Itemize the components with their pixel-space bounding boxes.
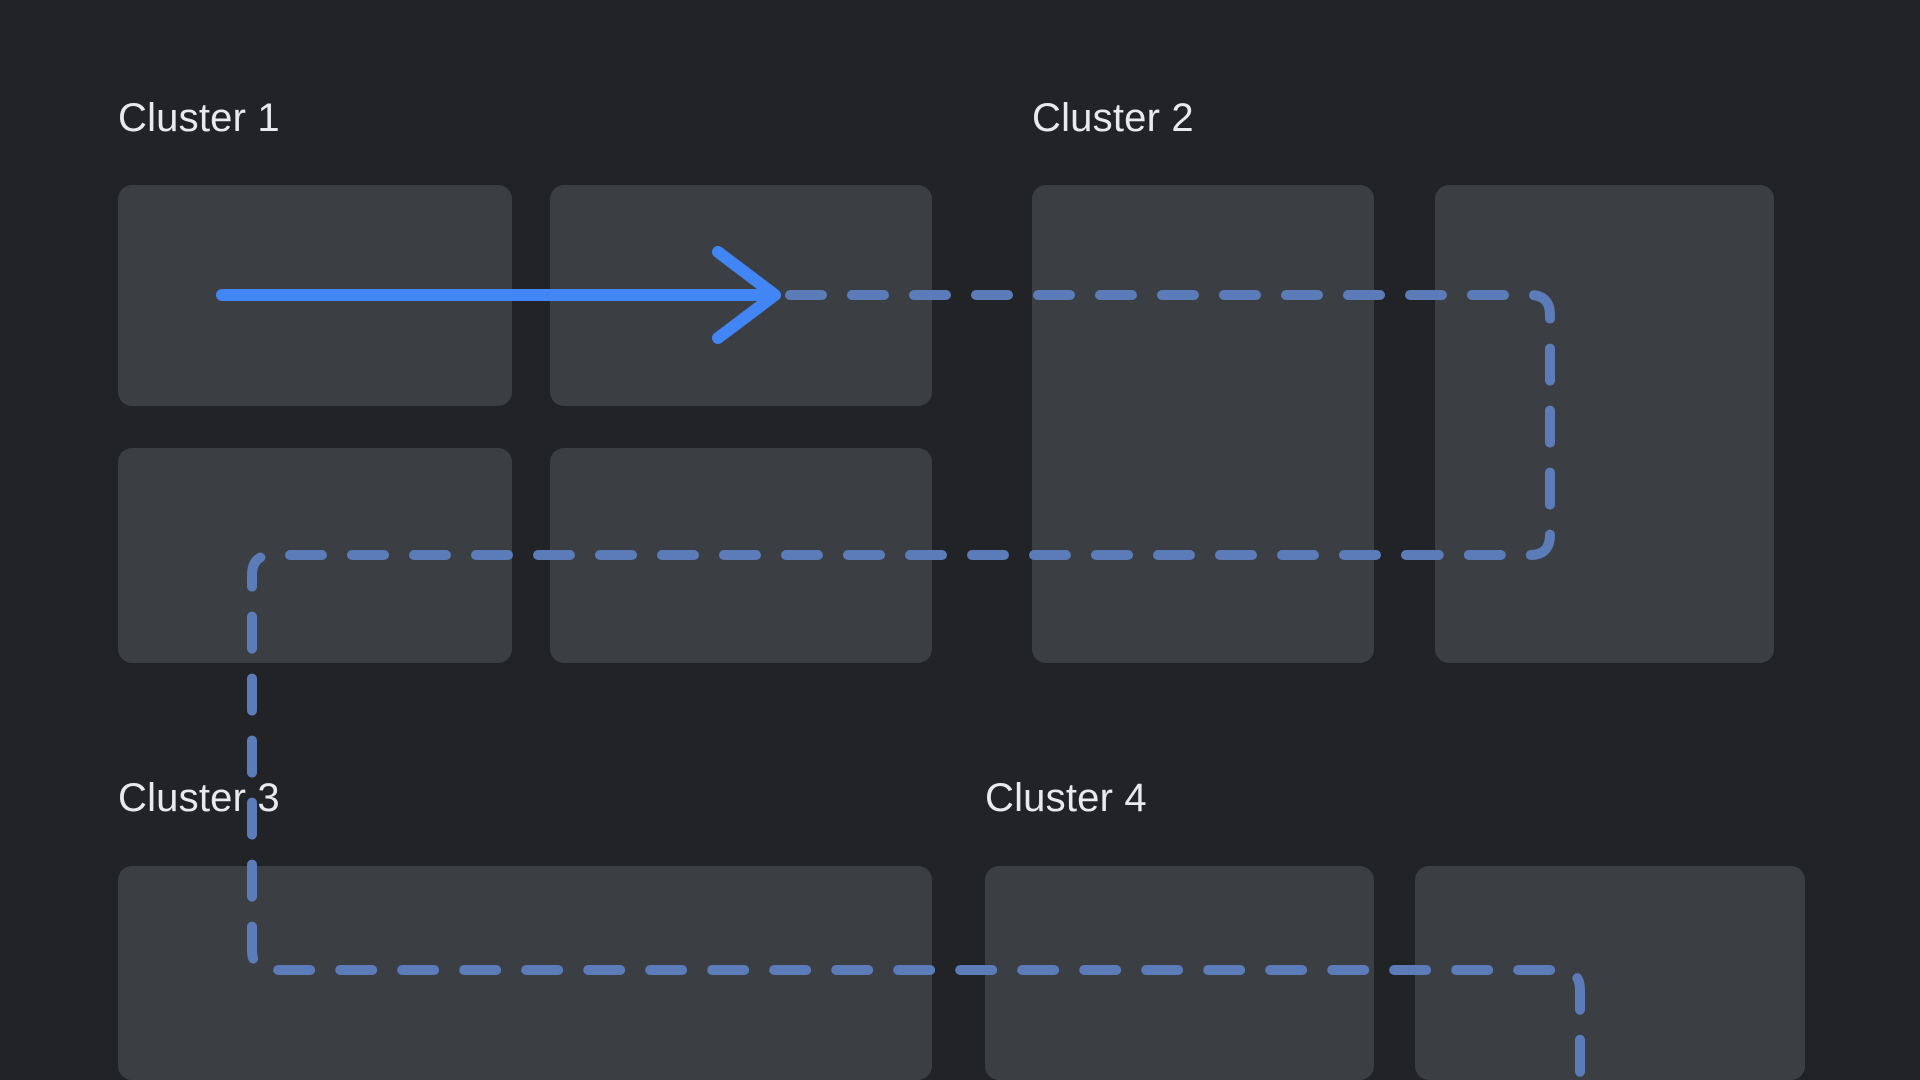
cluster-label-3: Cluster 3: [118, 776, 280, 820]
cluster-label-2: Cluster 2: [1032, 96, 1194, 140]
node-card[interactable]: [985, 866, 1374, 1080]
cluster-label-1: Cluster 1: [118, 96, 280, 140]
node-card[interactable]: [1415, 866, 1805, 1080]
node-card[interactable]: [1435, 185, 1774, 663]
cluster-label-4: Cluster 4: [985, 776, 1147, 820]
node-card[interactable]: [550, 185, 932, 406]
node-card[interactable]: [1032, 185, 1374, 663]
node-card[interactable]: [118, 866, 932, 1080]
node-card[interactable]: [550, 448, 932, 663]
node-card[interactable]: [118, 185, 512, 406]
node-card[interactable]: [118, 448, 512, 663]
